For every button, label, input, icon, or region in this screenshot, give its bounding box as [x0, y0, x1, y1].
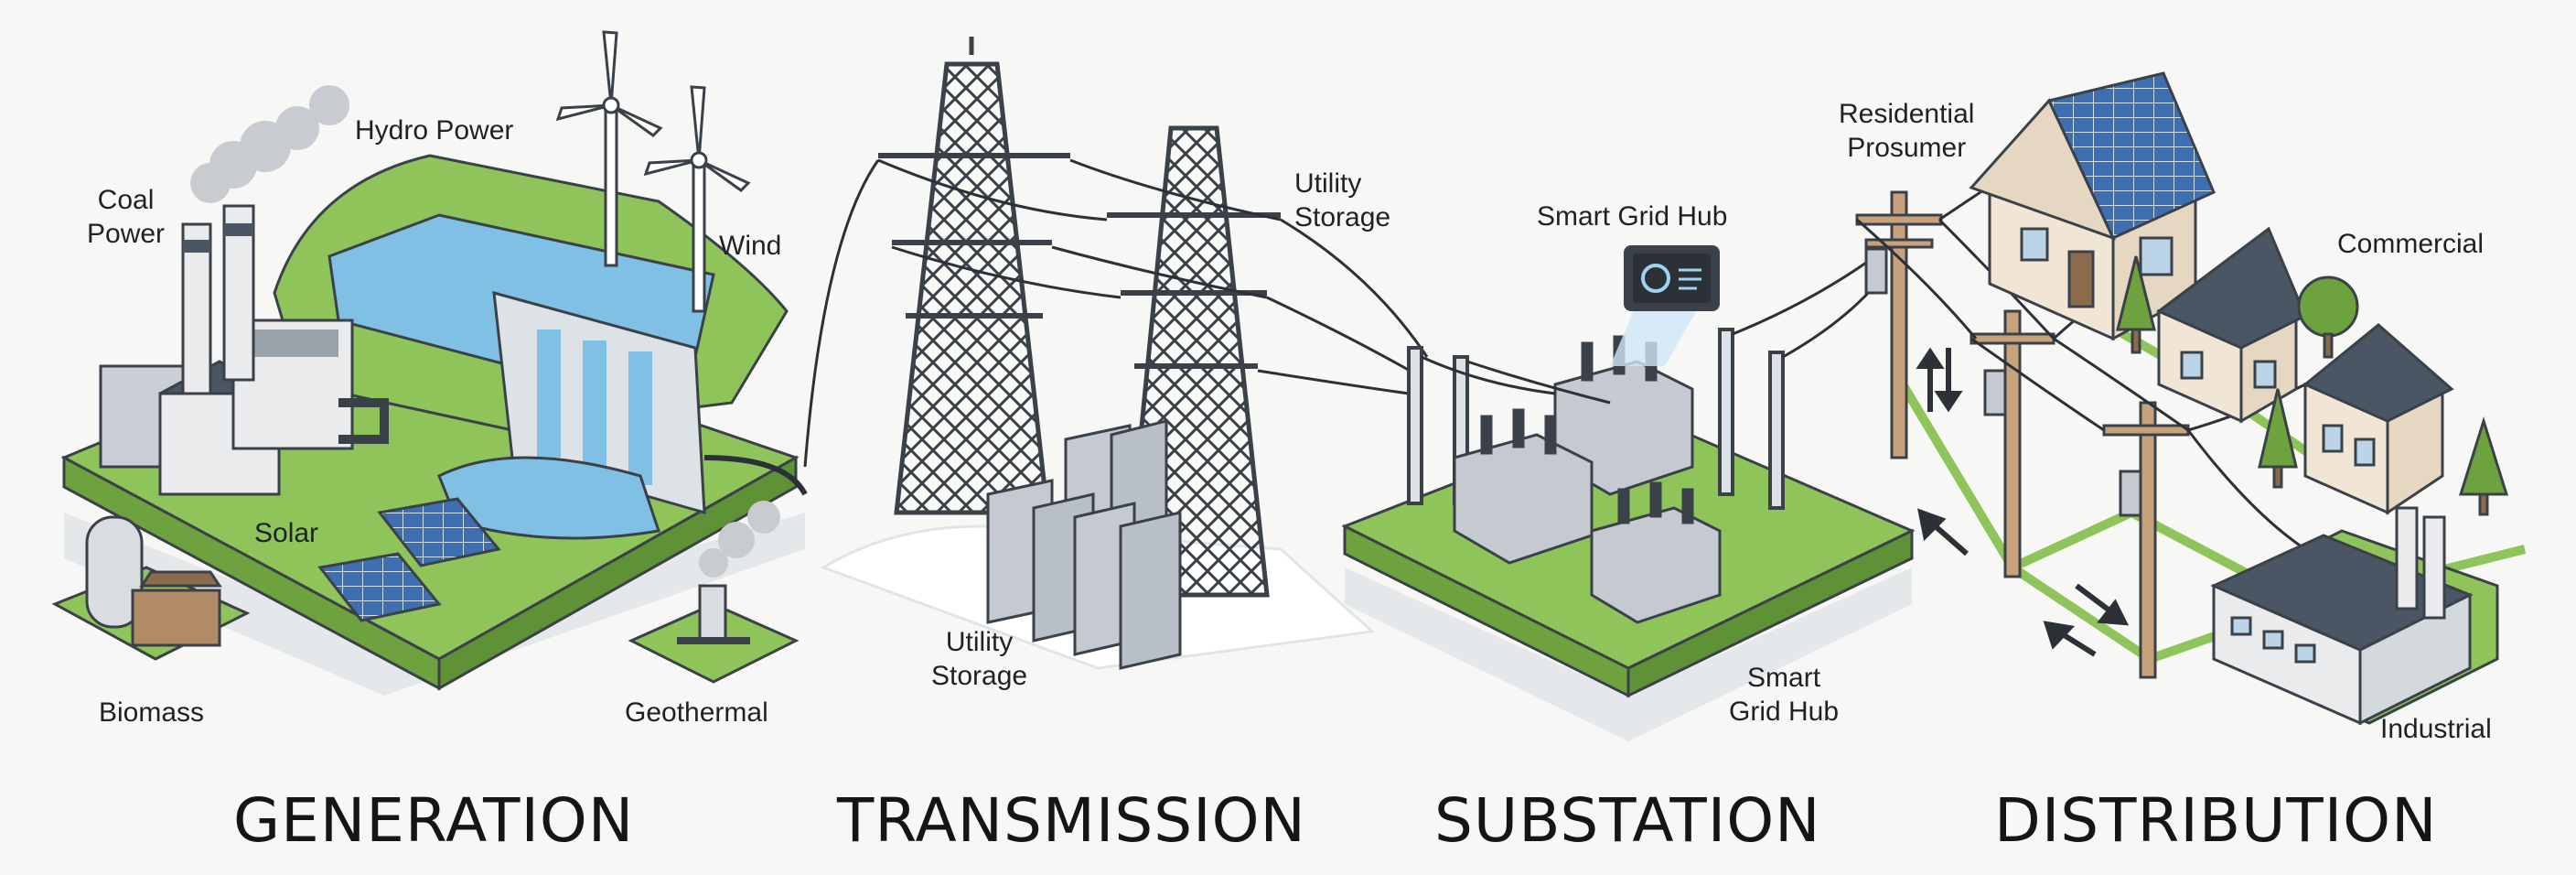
label-geothermal: Geothermal — [625, 697, 768, 728]
label-utility-storage-top: Utility Storage — [1294, 168, 1391, 232]
solar-array — [317, 497, 501, 622]
label-wind: Wind — [719, 231, 782, 261]
section-title-substation: SUBSTATION — [1434, 785, 1821, 856]
geothermal-plant — [628, 501, 800, 684]
label-hydro-power: Hydro Power — [355, 115, 514, 146]
label-biomass: Biomass — [99, 697, 205, 728]
transmission-section — [803, 37, 1429, 670]
section-title-distribution: DISTRIBUTION — [1994, 785, 2438, 856]
power-flow-arrows — [1916, 347, 2130, 657]
substation-platform-side-right — [1626, 528, 1914, 698]
generation-feeder-cable — [703, 455, 808, 496]
substation-platform-shadow — [1345, 567, 1912, 741]
distribution-section — [1855, 71, 2527, 726]
section-title-generation: GENERATION — [233, 785, 635, 856]
utility-poles — [1855, 190, 2190, 679]
label-residential-prosumer: Residential Prosumer — [1839, 99, 1975, 163]
wind-turbine-2 — [643, 85, 751, 313]
dam-spillways — [537, 329, 652, 485]
label-smart-grid-hub-top: Smart Grid Hub — [1537, 201, 1728, 232]
substation-section — [1341, 245, 1916, 741]
coal-smoke — [190, 85, 349, 203]
label-commercial: Commercial — [2337, 229, 2485, 259]
generation-platform-side-right — [437, 455, 798, 691]
label-smart-grid-hub-bottom: Smart Grid Hub — [1729, 663, 1840, 727]
label-utility-storage-bottom: Utility Storage — [931, 627, 1028, 691]
substation-transformers — [1453, 335, 1722, 624]
wind-turbine-1 — [555, 30, 663, 267]
smart-grid-hub-display — [1610, 245, 1720, 366]
substation-lines — [1421, 254, 1886, 405]
trees — [2116, 255, 2509, 516]
industrial-plant — [2210, 506, 2499, 726]
utility-storage-units — [986, 419, 1182, 670]
hydro-outflow — [437, 456, 660, 540]
transmission-tower-1 — [878, 37, 1070, 515]
residential-house-2 — [2302, 323, 2454, 515]
generation-section — [51, 30, 808, 696]
commercial-building — [2156, 226, 2307, 424]
biomass-plant — [51, 515, 251, 661]
label-coal-power: Coal Power — [87, 185, 166, 249]
transmission-lines — [803, 158, 1429, 468]
coal-power-plant — [99, 204, 389, 496]
label-solar: Solar — [254, 518, 319, 548]
residential-prosumer-house — [1969, 71, 2216, 341]
section-title-transmission: TRANSMISSION — [837, 785, 1306, 856]
label-industrial: Industrial — [2380, 714, 2492, 744]
